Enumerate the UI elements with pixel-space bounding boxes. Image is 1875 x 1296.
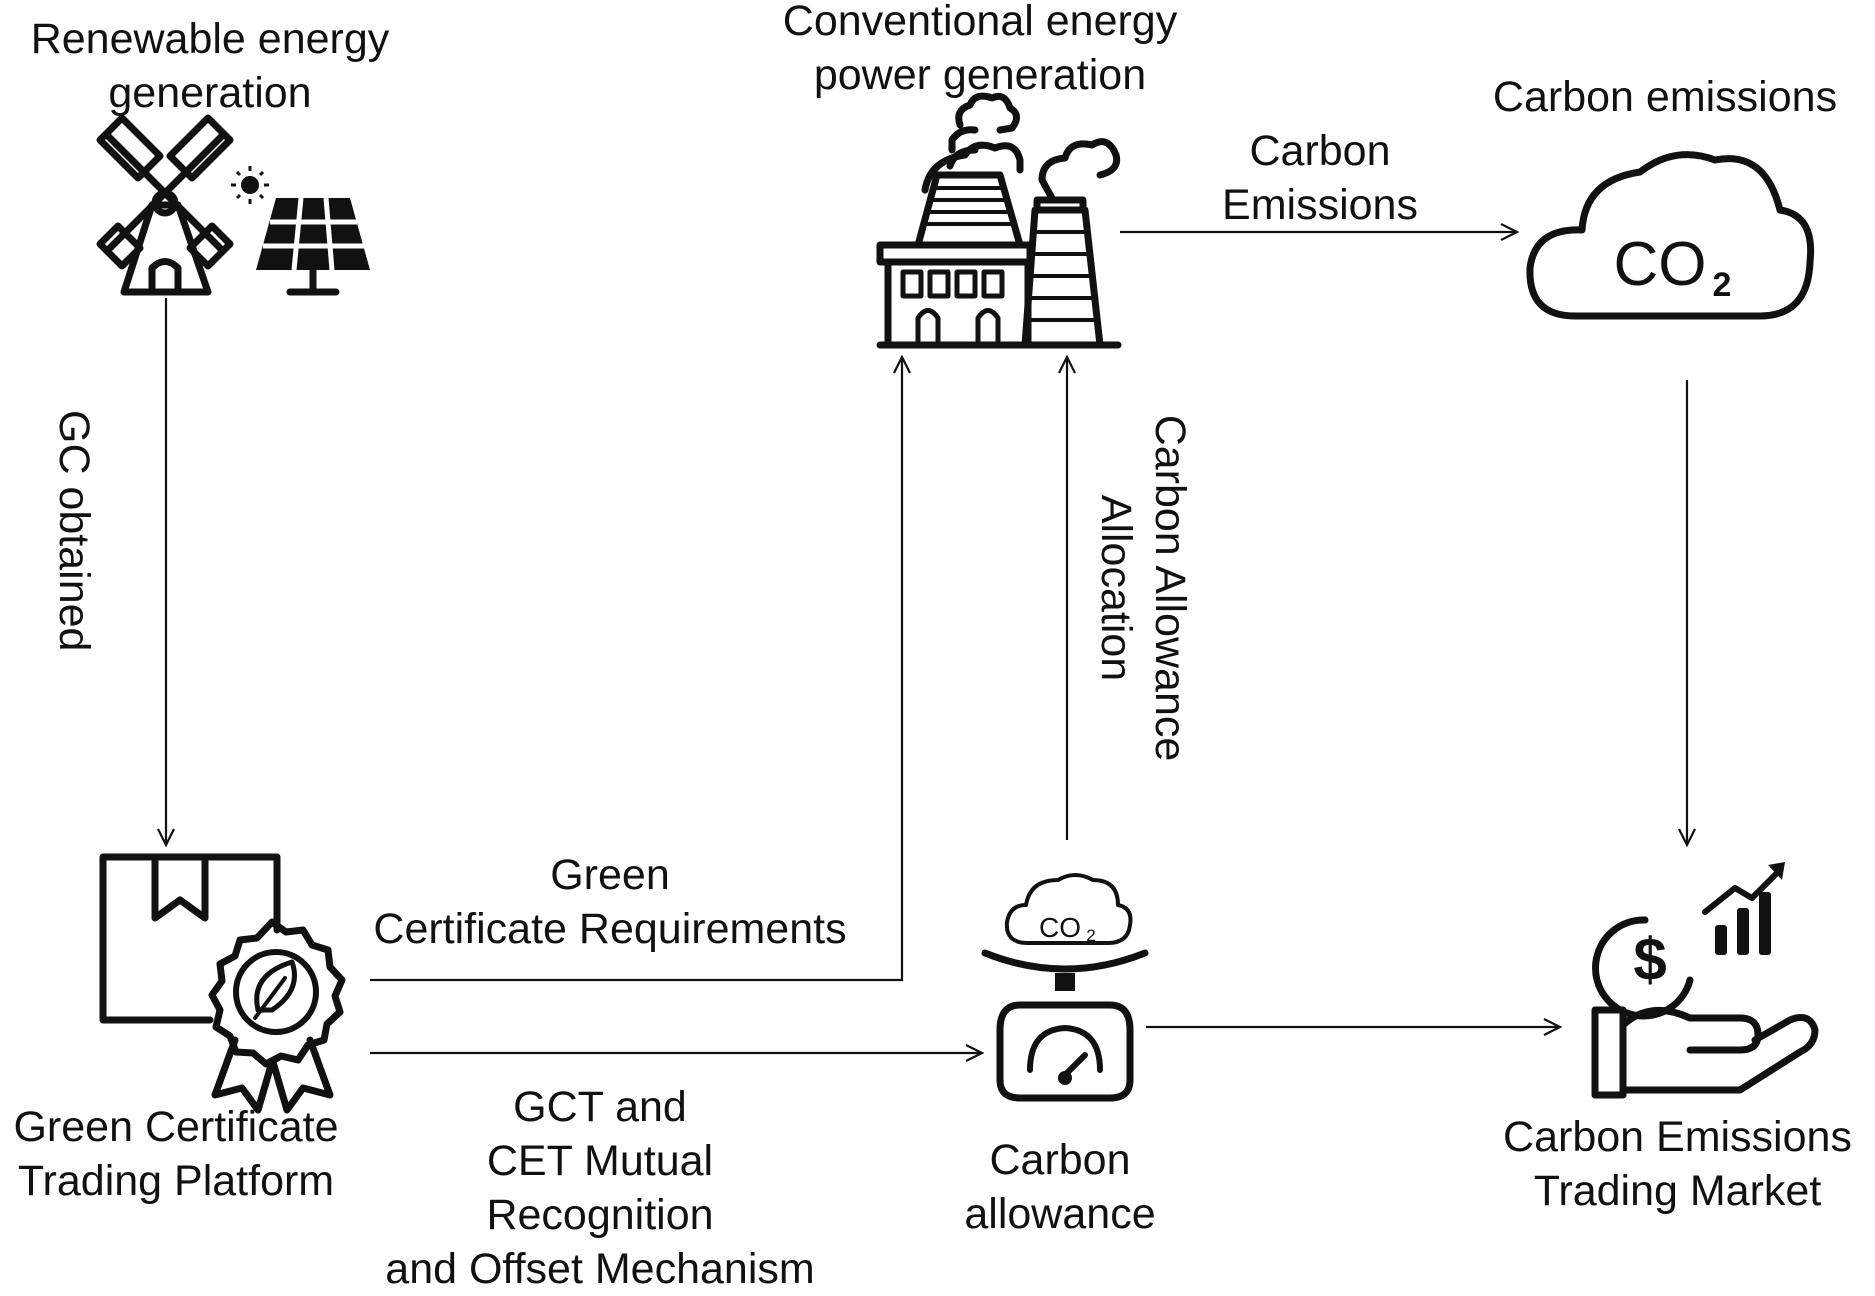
green-certificate-platform-label: Green Certificate Trading Platform — [13, 1103, 339, 1205]
green-requirements-label: Green Certificate Requirements — [373, 851, 847, 953]
factory-icon — [876, 92, 1122, 349]
windmill-icon — [96, 114, 234, 296]
solar-panel-icon — [231, 166, 370, 296]
gc-obtained-label: GC obtained — [50, 410, 98, 652]
carbon-allowance-label: Carbon allowance — [964, 1136, 1156, 1238]
conventional-energy-label: Conventional energy power generation — [782, 0, 1178, 99]
arrow-platform-to-factory — [370, 357, 902, 982]
co2-cloud-subscript: 2 — [1713, 266, 1732, 304]
co2-cloud-text: CO — [1614, 230, 1707, 299]
small-cloud-text: CO — [1039, 912, 1081, 943]
co2-cloud-icon: CO 2 — [1526, 151, 1815, 320]
money-hand-icon: $ — [1591, 862, 1819, 1099]
renewable-energy-label: Renewable energy generation — [30, 15, 390, 117]
carbon-trading-market-label: Carbon Emissions Trading Market — [1503, 1113, 1852, 1215]
carbon-emissions-flow-label: Carbon Emissions — [1222, 127, 1418, 229]
small-cloud-subscript: 2 — [1086, 926, 1095, 945]
carbon-emissions-label: Carbon emissions — [1492, 73, 1838, 121]
dollar-icon: $ — [1633, 926, 1666, 993]
green-certificate-icon — [99, 853, 346, 1114]
gct-cet-mechanism-label: GCT and CET Mutual Recognition and Offse… — [385, 1083, 815, 1293]
carbon-scale-icon: CO 2 — [981, 873, 1149, 1102]
allowance-allocation-label: Carbon Allowance Allocation — [1092, 414, 1194, 762]
